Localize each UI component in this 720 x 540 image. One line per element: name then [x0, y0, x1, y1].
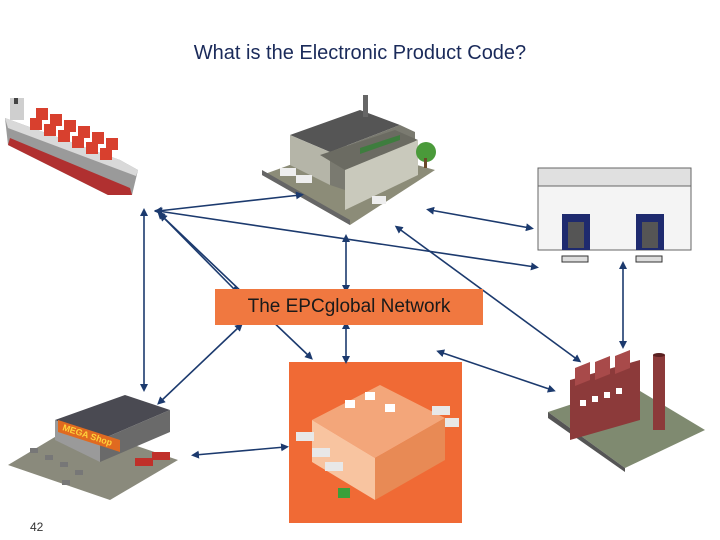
- arrow-warehouse-dock: [426, 206, 534, 232]
- arrow-network-store: [157, 323, 243, 405]
- loading-dock-icon: [537, 167, 692, 263]
- page-number: 42: [30, 520, 44, 534]
- container-ship-icon: [5, 98, 138, 195]
- distribution-center-icon: [289, 362, 462, 523]
- mega-shop-store-icon: MEGA Shop: [8, 395, 178, 500]
- arrow-store-distribution: [191, 443, 289, 459]
- factory-icon: [548, 350, 705, 472]
- network-label-box: The EPCglobal Network: [215, 289, 483, 325]
- page-title: What is the Electronic Product Code?: [193, 42, 527, 64]
- arrow-warehouse-factory: [394, 225, 582, 363]
- network-arrows: [140, 191, 627, 459]
- manufacturer-warehouse-icon: [262, 95, 436, 225]
- arrow-ship-warehouse: [154, 191, 304, 215]
- arrow-hub-distribution: [159, 213, 313, 360]
